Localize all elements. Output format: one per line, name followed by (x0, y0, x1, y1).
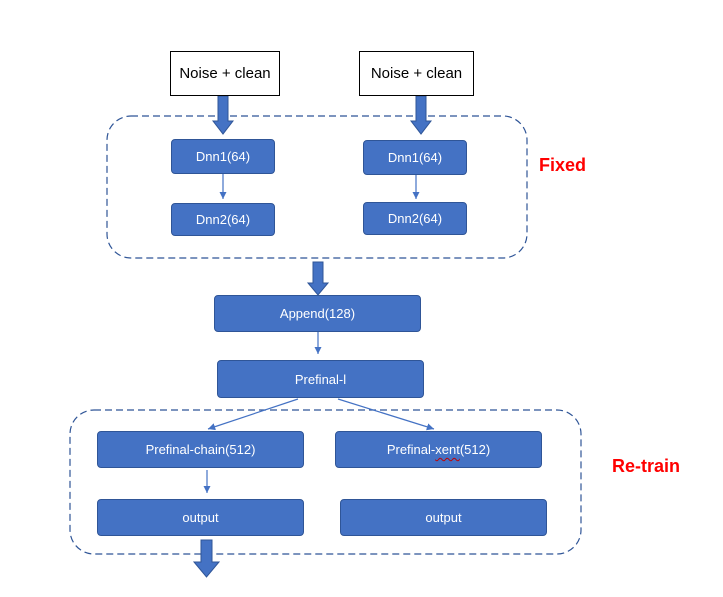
dnn2-left-label: Dnn2(64) (195, 212, 251, 227)
dnn1-right-box: Dnn1(64) (363, 140, 467, 175)
prefinal-to-chain-connector (207, 398, 299, 431)
dnn2-right-box: Dnn2(64) (363, 202, 467, 235)
final-output-arrow (192, 539, 221, 578)
prefinal-xent-prefix: Prefinal- (386, 442, 436, 457)
input-left-box: Noise + clean (170, 51, 280, 96)
retrain-label: Re-train (612, 456, 681, 476)
input-right-box: Noise + clean (359, 51, 474, 96)
dnn1-left-box: Dnn1(64) (171, 139, 275, 174)
append-label: Append(128) (279, 306, 356, 321)
prefinal-label: Prefinal-l (294, 371, 347, 387)
prefinal-to-xent-connector (337, 398, 435, 431)
chain-output-box: output (97, 499, 304, 536)
dnn2-right-label: Dnn2(64) (387, 211, 443, 226)
fixed-label: Fixed (539, 155, 587, 175)
fixed-group-border (106, 115, 528, 259)
retrain-group-border (69, 409, 582, 555)
input-left-arrow (211, 95, 235, 135)
prefinal-box: Prefinal-l (217, 360, 424, 398)
dnn1-left-label: Dnn1(64) (195, 149, 251, 164)
dnn1-right-label: Dnn1(64) (387, 150, 443, 165)
prefinal-chain-label: Prefinal-chain(512) (145, 442, 256, 457)
input-right-arrow (409, 95, 433, 135)
xent-output-box: output (340, 499, 547, 536)
prefinal-xent-suffix: (512) (459, 442, 491, 457)
dnn2-left-box: Dnn2(64) (171, 203, 275, 236)
prefinal-xent-box: Prefinal-xent(512) (335, 431, 542, 468)
input-left-label: Noise + clean (179, 65, 271, 82)
fixed-to-append-arrow (306, 261, 330, 296)
xent-output-label: output (425, 510, 462, 525)
prefinal-xent-label: Prefinal-xent(512) (387, 442, 490, 457)
prefinal-xent-mid: xent (435, 442, 460, 457)
prefinal-chain-box: Prefinal-chain(512) (97, 431, 304, 468)
input-right-label: Noise + clean (370, 65, 463, 82)
append-box: Append(128) (214, 295, 421, 332)
chain-output-label: output (182, 510, 219, 525)
